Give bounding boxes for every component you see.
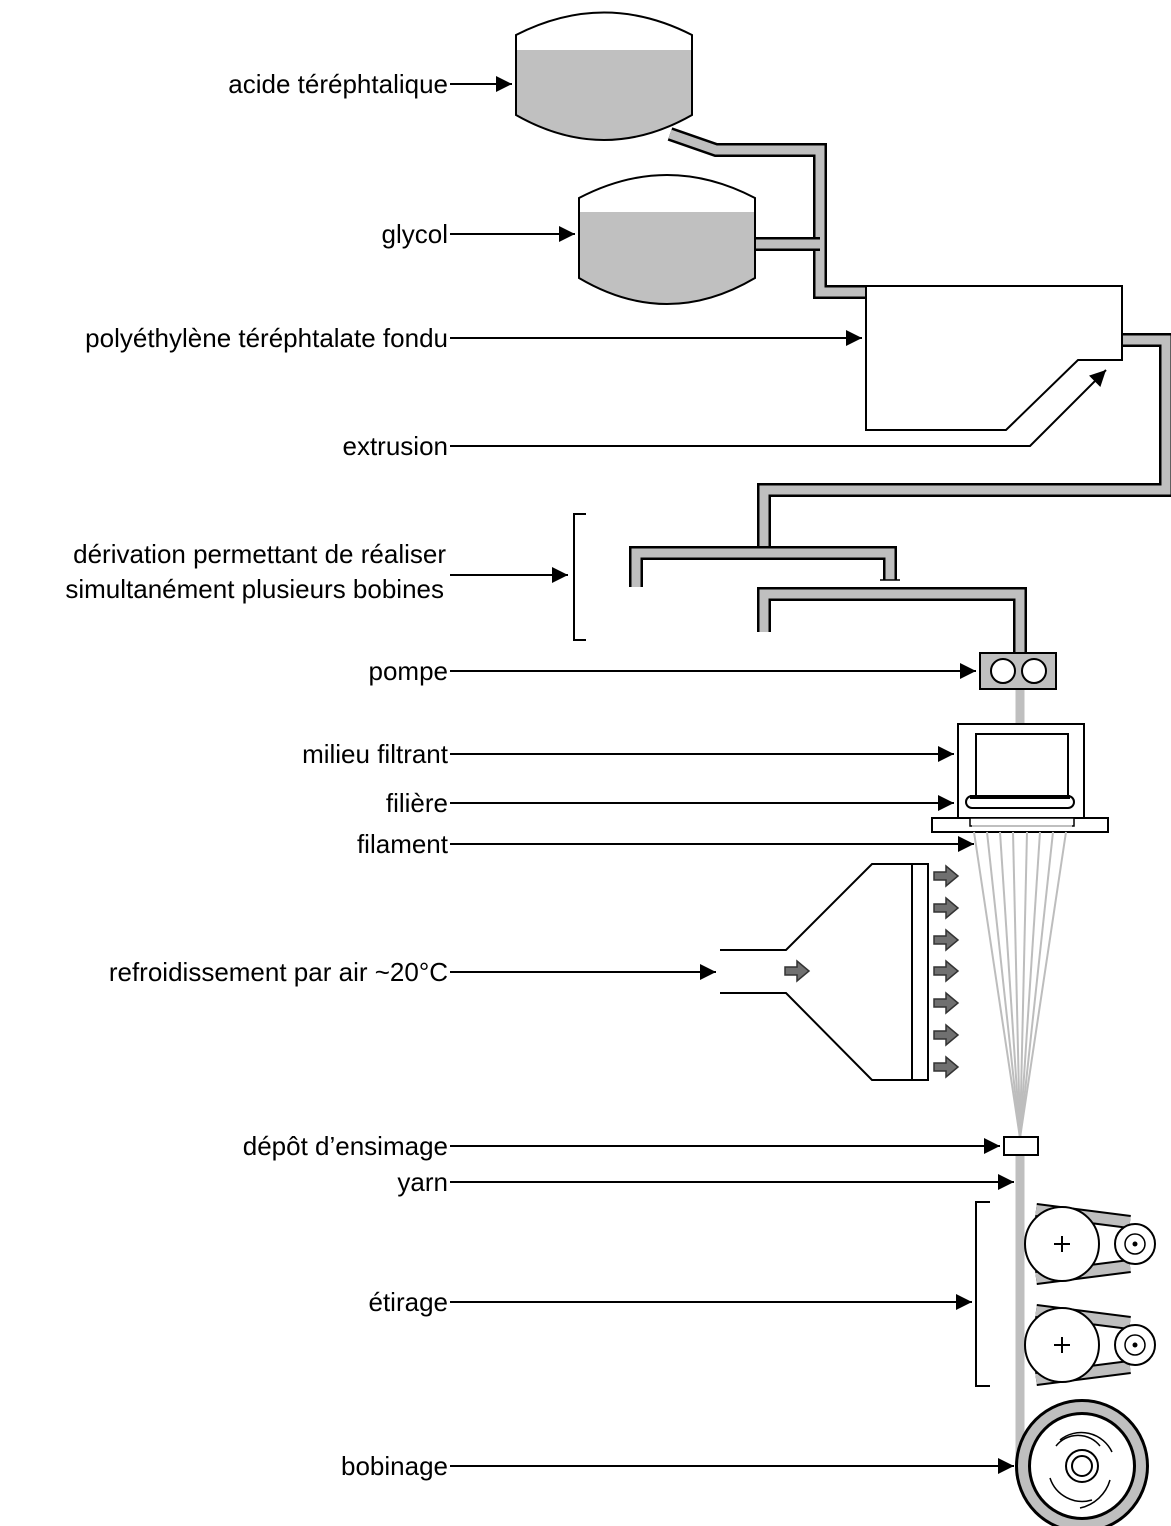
leader-extrusion xyxy=(450,369,1107,447)
godet-roller-1 xyxy=(1024,1203,1156,1285)
feed-pipes xyxy=(629,127,1171,652)
label-finish-application: dépôt d’ensimage xyxy=(242,1131,448,1161)
terephthalic-acid-tank xyxy=(515,11,693,141)
label-terephthalic-acid: acide téréphtalique xyxy=(228,69,448,99)
extruder-vessel xyxy=(865,285,1123,447)
winding-bobbin xyxy=(1015,1399,1149,1526)
label-filter-medium: milieu filtrant xyxy=(302,739,448,769)
finish-applicator xyxy=(1003,1136,1039,1156)
spin-pack xyxy=(931,723,1109,833)
cooling-air-arrows xyxy=(933,865,959,1078)
drawing-bracket xyxy=(975,1201,990,1387)
label-yarn: yarn xyxy=(397,1167,448,1197)
label-bypass-line-2: simultanément plusieurs bobines xyxy=(65,574,444,604)
godet-roller-2 xyxy=(1024,1304,1156,1386)
glycol-tank xyxy=(578,174,756,305)
label-extrusion: extrusion xyxy=(342,431,449,461)
label-glycol: glycol xyxy=(381,219,448,249)
leader-arrows xyxy=(450,76,1107,1474)
label-winding: bobinage xyxy=(341,1451,448,1481)
pump xyxy=(979,652,1057,690)
air-cooling-duct xyxy=(720,863,929,1081)
label-air-cooling: refroidissement par air ~20°C xyxy=(108,957,448,987)
label-bypass-line-1: dérivation permettant de réaliser xyxy=(73,539,446,569)
label-spinneret: filière xyxy=(385,788,448,818)
bypass-bracket xyxy=(573,513,586,641)
filaments xyxy=(973,831,1067,1139)
label-filament: filament xyxy=(356,829,448,859)
label-pump: pompe xyxy=(368,656,449,686)
label-drawing: étirage xyxy=(368,1287,449,1317)
label-molten-pet: polyéthylène téréphtalate fondu xyxy=(85,323,448,353)
